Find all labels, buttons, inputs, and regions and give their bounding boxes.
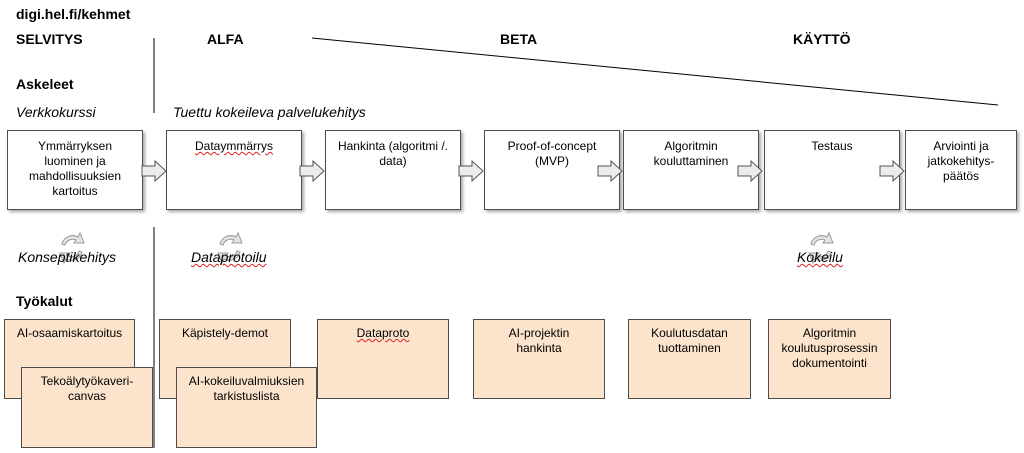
step-label: Ymmärryksen luominen ja mahdollisuuksien… [28,139,122,198]
step-label: Dataymmärrys [194,139,273,153]
tool-box: AI-projektin hankinta [473,319,605,399]
steps-heading: Askeleet [16,76,74,92]
cycle-icon [59,231,85,265]
phase-selvitys: SELVITYS [16,31,83,47]
cycle-icon [808,231,834,265]
step-box: Ymmärryksen luominen ja mahdollisuuksien… [7,130,143,210]
tool-box: Dataproto [317,319,449,399]
step-box: Dataymmärrys [166,130,302,210]
phase-kaytto: KÄYTTÖ [793,31,851,47]
step-label: Hankinta (algoritmi /. data) [337,139,449,168]
right-arrow-icon [458,160,484,182]
tool-box: Tekoälytyökaveri-canvas [21,367,153,448]
tool-label: AI-osaamiskartoitus [16,326,123,340]
tool-box: AI-kokeiluvalmiuksien tarkistuslista [176,367,317,448]
right-arrow-icon [879,160,905,182]
step-label: Arviointi ja jatkokehitys-päätös [927,139,995,183]
step-box: Proof-of-concept (MVP) [484,130,620,210]
tool-label: AI-projektin hankinta [508,326,570,355]
step-box: Testaus [764,130,900,210]
tool-label: Käpistely-demot [181,326,269,340]
cycle-label-konseptikehitys: Konseptikehitys [18,249,117,265]
step-box: Arviointi ja jatkokehitys-päätös [905,130,1017,210]
tool-box: Algoritmin koulutusprosessin dokumentoin… [768,319,891,399]
step-label: Testaus [811,139,853,153]
tool-label: AI-kokeiluvalmiuksien tarkistuslista [188,374,305,403]
cycle-label-dataprotoilu: Dataprotoilu [191,249,267,265]
phase-beta: BETA [500,31,538,47]
beta-wedge-line [311,37,999,106]
step-box: Algoritmin kouluttaminen [623,130,759,210]
right-arrow-icon [597,160,623,182]
course-label: Verkkokurssi [16,104,96,120]
step-label: Proof-of-concept (MVP) [507,139,597,168]
tool-label: Algoritmin koulutusprosessin dokumentoin… [781,326,878,370]
service-label: Tuettu kokeileva palvelukehitys [173,104,366,120]
step-label: Algoritmin kouluttaminen [653,139,729,168]
tool-label: Tekoälytyökaveri-canvas [40,374,134,403]
right-arrow-icon [141,160,167,182]
right-arrow-icon [299,160,325,182]
url-label: digi.hel.fi/kehmet [16,6,131,22]
right-arrow-icon [737,160,763,182]
tool-label: Dataproto [356,326,410,340]
phase-alfa: ALFA [207,31,244,47]
step-box: Hankinta (algoritmi /. data) [325,130,461,210]
tools-heading: Työkalut [16,293,73,309]
cycle-label-kokeilu: Kokeilu [797,249,843,265]
tool-box: Koulutusdatan tuottaminen [628,319,751,399]
tool-label: Koulutusdatan tuottaminen [651,326,728,355]
cycle-icon [217,231,243,265]
